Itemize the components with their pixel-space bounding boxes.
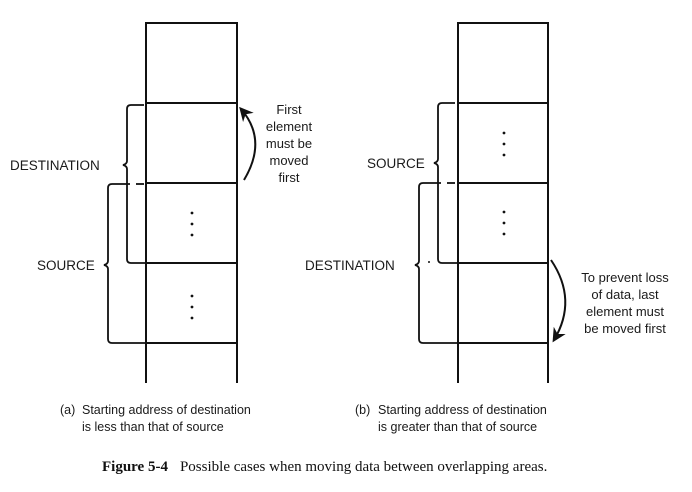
destination-label: DESTINATION — [10, 158, 100, 173]
ellipsis-icon — [190, 211, 194, 237]
note-line: be moved first — [584, 321, 666, 336]
subcaption-line: Starting address of destination — [378, 403, 547, 417]
source-label: SOURCE — [37, 258, 95, 273]
destination-bracket-a — [122, 104, 146, 264]
note-line: first — [279, 170, 300, 185]
figure-number: Figure 5-4 — [102, 459, 168, 475]
subcaption-b: (b) Starting address of destination is g… — [355, 403, 547, 434]
destination-label: DESTINATION — [305, 258, 395, 273]
note-line: To prevent loss — [581, 270, 669, 285]
subcaption-line: is less than that of source — [82, 420, 224, 434]
subcaption-line: Starting address of destination — [82, 403, 251, 417]
note-a: First element must be moved first — [266, 102, 313, 185]
subcaption-tag: (b) — [355, 403, 370, 417]
note-line: element — [266, 119, 313, 134]
stray-dot — [428, 261, 430, 263]
ellipsis-icon — [502, 210, 506, 236]
panel-b: SOURCE DESTINATION To prevent loss of da… — [305, 22, 669, 434]
note-line: element must — [586, 304, 664, 319]
note-line: First — [276, 102, 302, 117]
figure-caption-text: Figure 5-4 Possible cases when moving da… — [102, 458, 547, 475]
memory-column-a — [145, 22, 238, 383]
source-bracket-b — [433, 102, 458, 264]
subcaption-tag: (a) — [60, 403, 75, 417]
note-line: of data, last — [591, 287, 659, 302]
note-b: To prevent loss of data, last element mu… — [581, 270, 669, 336]
source-label: SOURCE — [367, 156, 425, 171]
figure-caption: Figure 5-4 Possible cases when moving da… — [102, 458, 547, 475]
source-bracket-a — [103, 183, 146, 344]
ellipsis-icon — [502, 131, 506, 157]
curved-arrow-down-icon — [550, 259, 567, 343]
subcaption-line: is greater than that of source — [378, 420, 537, 434]
figure-caption-body: Possible cases when moving data between … — [180, 459, 547, 475]
destination-bracket-b — [414, 182, 458, 344]
subcaption-a: (a) Starting address of destination is l… — [60, 403, 251, 434]
memory-column-b — [457, 22, 549, 383]
panel-a: DESTINATION SOURCE First element must be… — [10, 22, 313, 434]
curved-arrow-up-icon — [239, 106, 257, 181]
ellipsis-icon — [190, 294, 194, 320]
note-line: moved — [269, 153, 308, 168]
note-line: must be — [266, 136, 312, 151]
